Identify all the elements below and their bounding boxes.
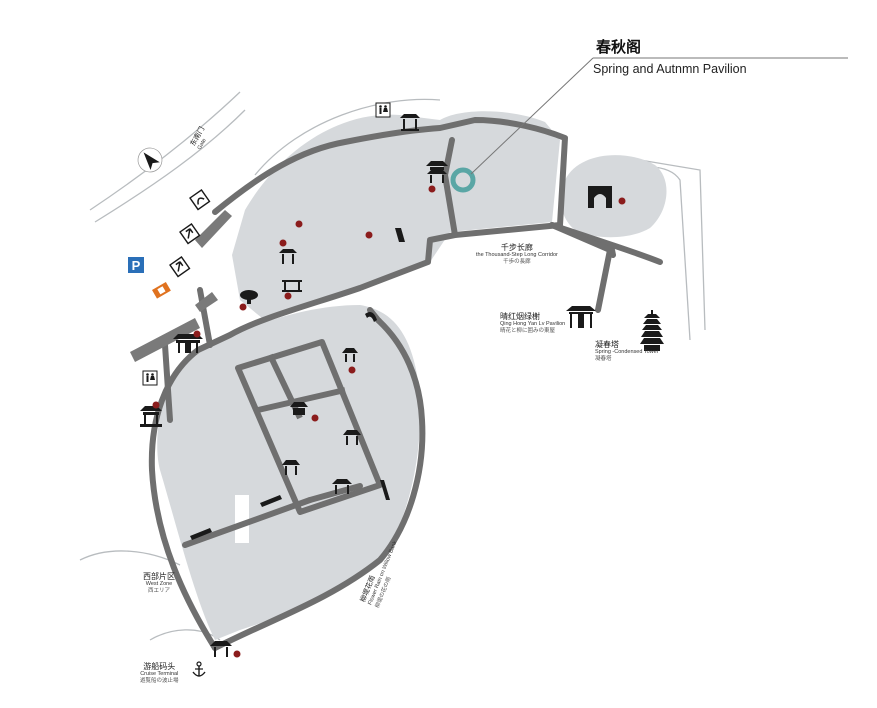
label-corridor: 千步长廊 the Thousand-Step Long Corridor 千歩の… [476, 243, 558, 265]
pavilion-icons [140, 114, 664, 657]
label-pagoda-cn: 凝春塔 [595, 340, 619, 349]
marker-1 [193, 330, 201, 338]
pavilion-icon [282, 280, 302, 292]
marker-7 [239, 303, 247, 311]
label-pagoda: 凝春塔 Spring -Condensed Tower 凝春塔 [595, 340, 659, 362]
label-qinghong: 晴红烟绿榭 Qing Hong Yan Lv Pavilion 晴花と柳に囲みの… [500, 312, 565, 334]
tree-icon [240, 290, 258, 304]
marker-4 [311, 414, 319, 422]
parking-icon: P [128, 257, 144, 273]
pavilion-icon [566, 306, 596, 328]
west-zone [157, 305, 421, 640]
corridor-bars [190, 528, 212, 540]
highlight-ring[interactable] [450, 167, 476, 193]
label-west-en: West Zone [145, 581, 173, 588]
toilet-icon [375, 102, 391, 118]
west-zone-grid [235, 339, 383, 515]
callout-leader [470, 57, 848, 175]
info-icon [189, 188, 211, 211]
marker-10 [365, 231, 373, 239]
main-paths [148, 117, 663, 651]
marker-5 [348, 366, 356, 374]
corridor-bars [380, 480, 390, 500]
pavilion-icon [400, 114, 420, 131]
corridor-bars [365, 312, 377, 322]
label-cruise-jp: 遊覧船の波止場 [140, 677, 179, 684]
marker-12 [618, 197, 626, 205]
label-west-jp: 西エリア [147, 587, 170, 594]
pavilion-icon [290, 402, 308, 415]
callout-title-cn: 春秋阁 [596, 38, 642, 56]
marker-6 [284, 292, 292, 300]
north-arrow-icon [137, 147, 163, 173]
label-pagoda-en: Spring -Condensed Tower [595, 349, 659, 356]
pavilion-icon [342, 348, 358, 362]
marker-11 [428, 185, 436, 193]
corridor-bars [260, 495, 282, 507]
pavilion-icon [282, 460, 300, 475]
marker-2 [152, 401, 160, 409]
east-island [561, 155, 667, 238]
poi-markers[interactable] [152, 185, 626, 658]
pavilion-icon [426, 161, 448, 183]
pagoda-icon [640, 310, 664, 351]
anchor-icon [192, 661, 206, 677]
pavilion-icon [332, 479, 352, 494]
toilet-icon [142, 370, 158, 386]
pavilion-icon [343, 430, 361, 445]
arch-gate-icon [588, 186, 612, 208]
label-qinghong-en: Qing Hong Yan Lv Pavilion [500, 321, 566, 328]
svg-text:P: P [132, 258, 141, 273]
label-qinghong-cn: 晴红烟绿榭 [500, 312, 540, 321]
label-cruise-cn: 游船码头 [143, 662, 176, 671]
callout-title-en: Spring and Autnmn Pavilion [593, 62, 747, 76]
land-masses [157, 111, 667, 640]
marker-3 [233, 650, 241, 658]
pavilion-icon [279, 249, 297, 264]
marker-8 [279, 239, 287, 247]
pavilion-icon [210, 641, 232, 657]
label-pagoda-jp: 凝春塔 [595, 355, 612, 362]
label-corridor-en: the Thousand-Step Long Corridor [476, 252, 558, 259]
corridor-bars [395, 228, 405, 242]
marker-9 [295, 220, 303, 228]
label-cruise-en: Cruise Terminal [140, 671, 179, 678]
entrance-icon [169, 255, 191, 278]
white-patches [235, 495, 249, 543]
entrance-icon [179, 222, 201, 245]
label-west-zone: 西部片区 West Zone 西エリア [143, 572, 175, 594]
parking-strips [130, 210, 232, 362]
ticket-icon [152, 282, 171, 299]
label-corridor-cn: 千步长廊 [500, 243, 533, 252]
label-corridor-jp: 千歩の長廊 [503, 258, 531, 265]
label-cruise: 游船码头 Cruise Terminal 遊覧船の波止場 [140, 662, 179, 684]
label-qinghong-jp: 晴花と柳に囲みの東屋 [500, 327, 556, 334]
label-west-cn: 西部片区 [143, 572, 175, 581]
upper-park [232, 111, 560, 318]
